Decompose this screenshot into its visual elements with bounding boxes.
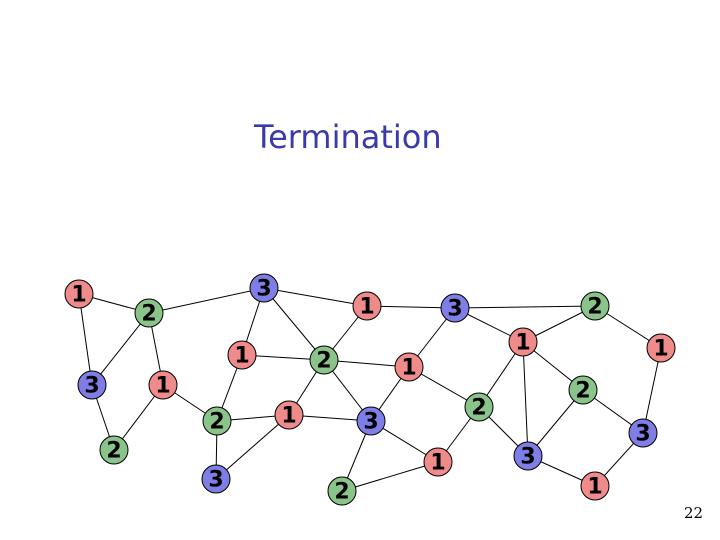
graph-node-label: 2 xyxy=(209,410,224,435)
graph-node-label: 2 xyxy=(575,379,590,404)
graph-node-blue-3 xyxy=(628,418,658,448)
graph-node-green-2 xyxy=(568,375,598,405)
graph-edge xyxy=(366,305,456,309)
graph-node-label: 3 xyxy=(84,374,99,399)
graph-node-label: 1 xyxy=(234,344,249,369)
graph-node-red-1 xyxy=(646,333,676,363)
graph-node-green-2 xyxy=(202,406,232,436)
graph-node-green-2 xyxy=(464,392,494,422)
graph-node-label: 1 xyxy=(653,337,668,362)
graph-node-blue-3 xyxy=(356,406,386,436)
graph-node-green-2 xyxy=(327,476,357,506)
graph-edge xyxy=(522,341,529,457)
graph-edge xyxy=(91,312,150,386)
graph-node-red-1 xyxy=(227,340,257,370)
graph-edge xyxy=(263,287,368,307)
graph-node-label: 3 xyxy=(208,468,223,493)
graph-node-label: 3 xyxy=(635,422,650,447)
graph-node-label: 1 xyxy=(359,295,374,320)
graph-node-label: 1 xyxy=(71,283,86,308)
graph-node-label: 1 xyxy=(430,451,445,476)
graph-node-label: 2 xyxy=(587,295,602,320)
graph-edge xyxy=(215,414,290,480)
graph-node-red-1 xyxy=(394,352,424,382)
graph-node-green-2 xyxy=(99,435,129,465)
graph-node-label: 3 xyxy=(363,410,378,435)
graph-node-blue-3 xyxy=(513,441,543,471)
graph-node-red-1 xyxy=(352,291,382,321)
graph-node-label: 3 xyxy=(520,445,535,470)
graph-node-label: 1 xyxy=(587,475,602,500)
graph-edge xyxy=(263,287,325,361)
graph-node-label: 1 xyxy=(155,374,170,399)
graph-node-red-1 xyxy=(148,370,178,400)
graph-node-label: 2 xyxy=(471,396,486,421)
graph-edge xyxy=(148,287,265,314)
graph-node-label: 3 xyxy=(256,277,271,302)
graph-node-blue-3 xyxy=(440,293,470,323)
page-number: 22 xyxy=(684,504,704,522)
graph-node-green-2 xyxy=(134,298,164,328)
graph-edge xyxy=(78,293,93,386)
graph-node-red-1 xyxy=(274,400,304,430)
graph-node-label: 1 xyxy=(401,356,416,381)
graph-node-red-1 xyxy=(580,471,610,501)
graph-node-blue-3 xyxy=(201,464,231,494)
slide-title: Termination xyxy=(254,118,442,156)
graph-node-label: 2 xyxy=(316,349,331,374)
graph-node-label: 2 xyxy=(106,439,121,464)
graph-node-label: 2 xyxy=(141,302,156,327)
graph-node-green-2 xyxy=(309,345,339,375)
graph-node-label: 1 xyxy=(281,404,296,429)
graph-node-label: 3 xyxy=(447,297,462,322)
graph-node-blue-3 xyxy=(77,370,107,400)
graph-node-red-1 xyxy=(64,279,94,309)
graph-node-red-1 xyxy=(508,327,538,357)
graph-edge xyxy=(454,305,596,309)
graph-node-red-1 xyxy=(423,447,453,477)
graph-node-blue-3 xyxy=(249,273,279,303)
graph-edge xyxy=(341,461,439,492)
graph-node-label: 2 xyxy=(334,480,349,505)
graph-node-label: 1 xyxy=(515,331,530,356)
graph-node-green-2 xyxy=(580,291,610,321)
